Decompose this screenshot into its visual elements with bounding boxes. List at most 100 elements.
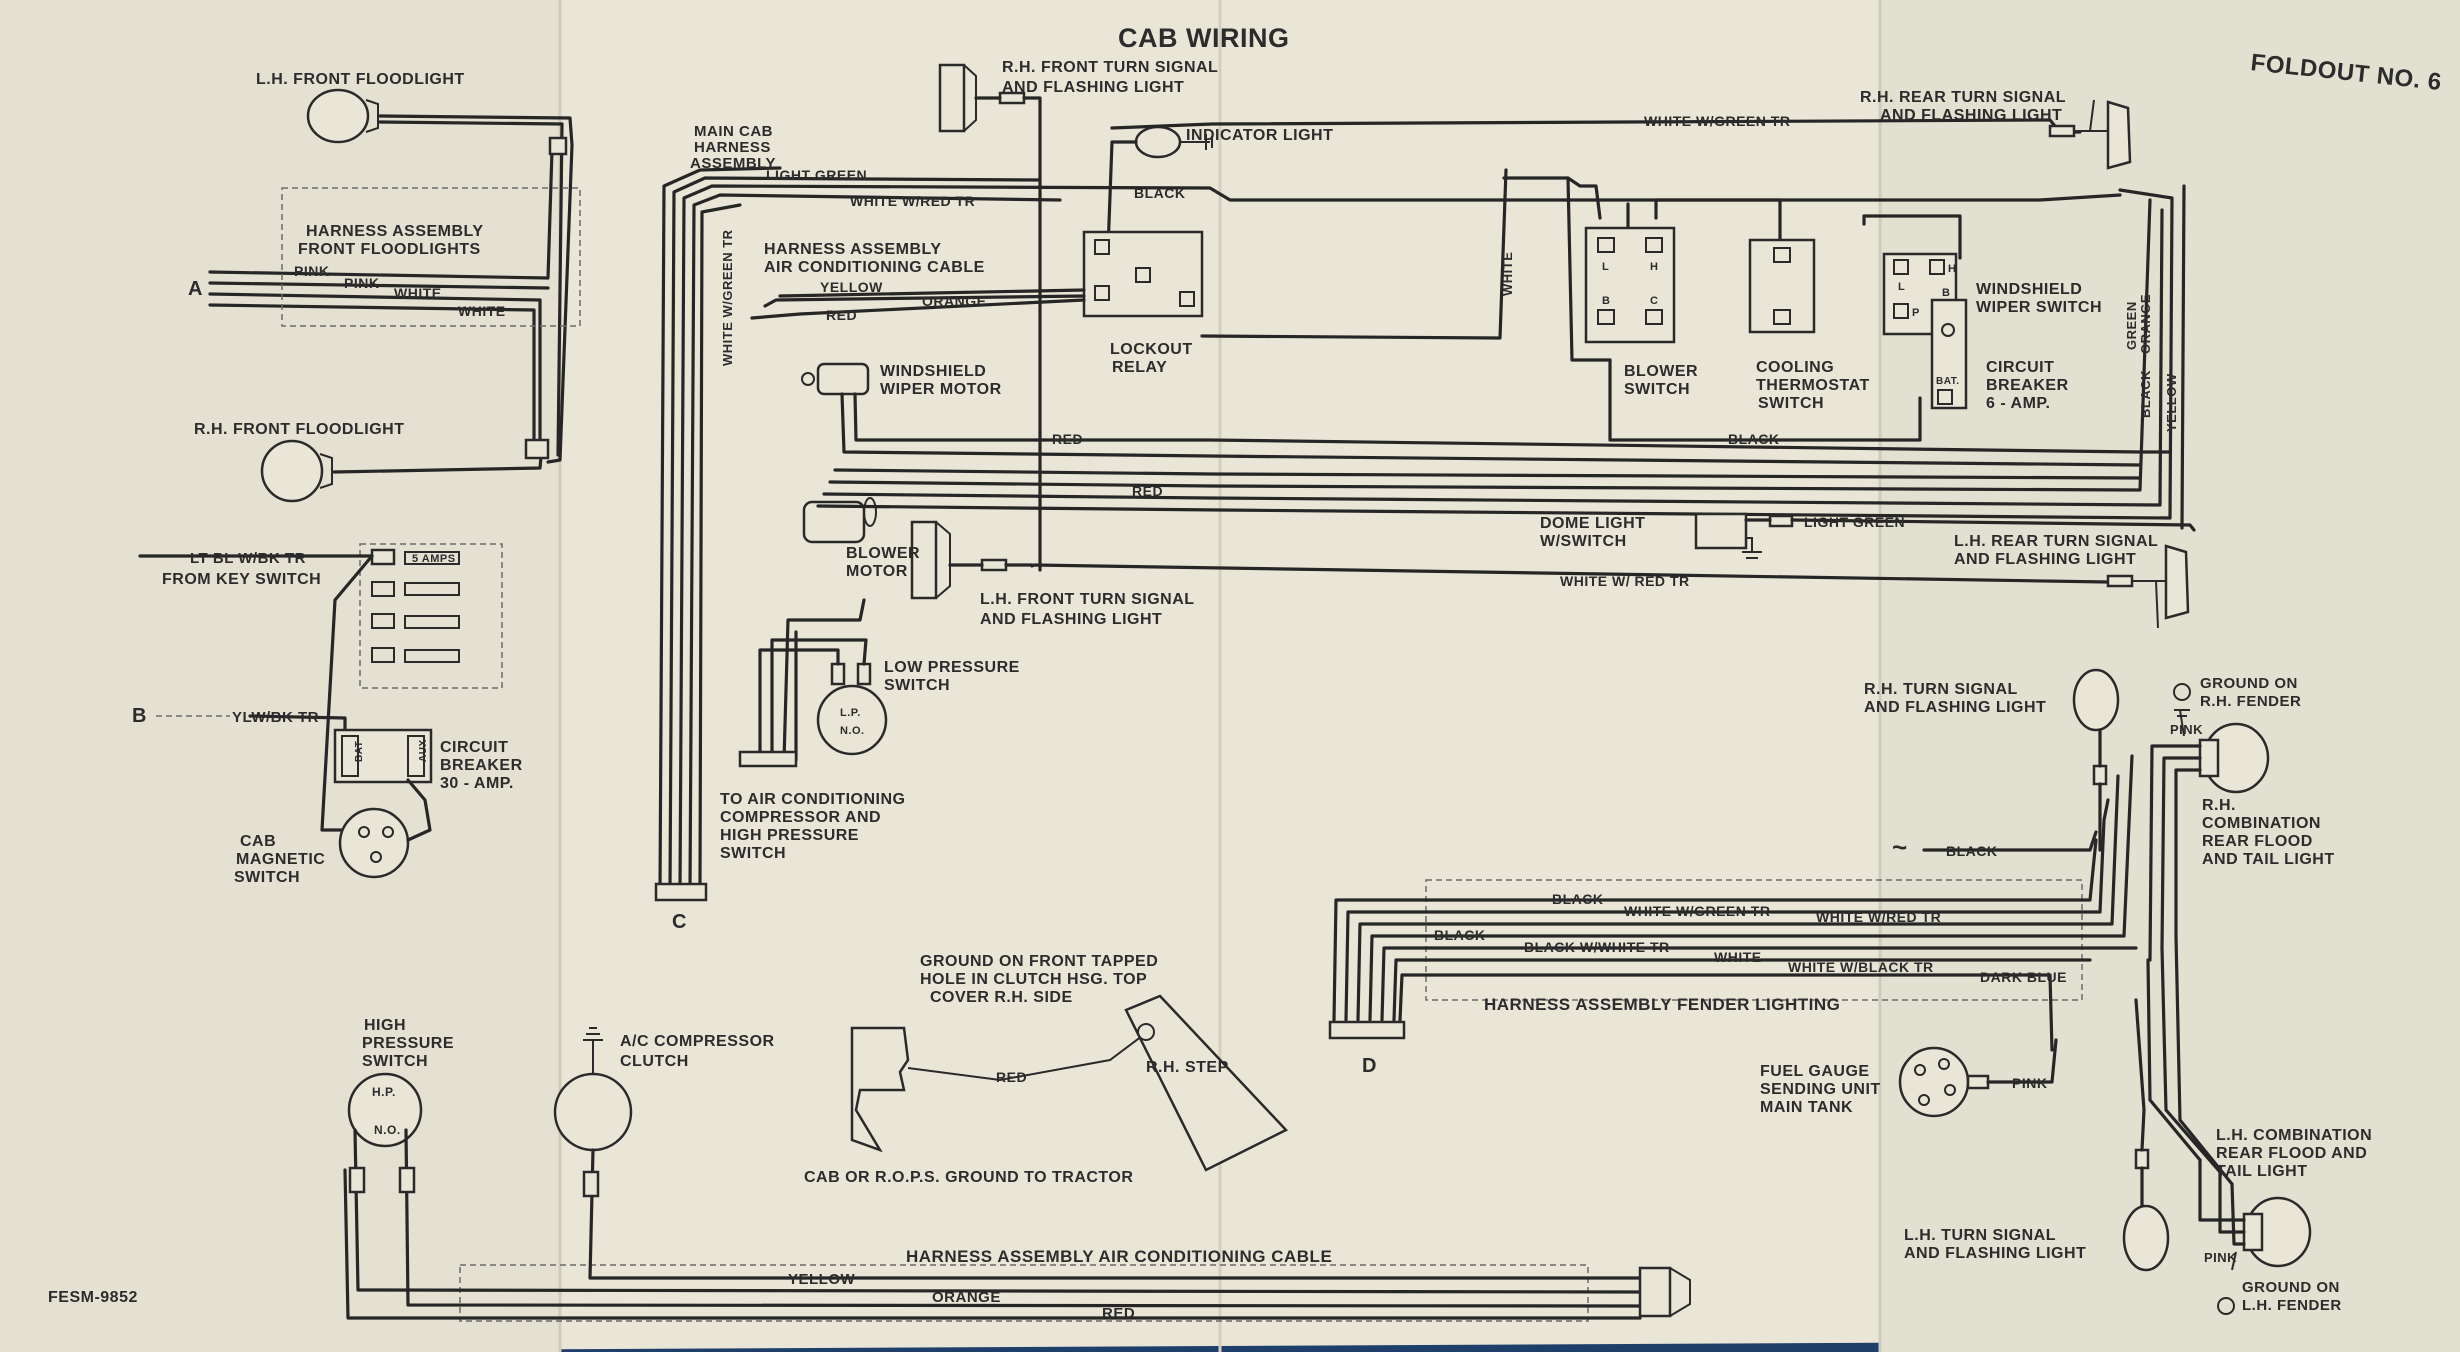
wire-label-red-2: RED (1132, 483, 1163, 499)
lh-turn-signal-label-2: AND FLASHING LIGHT (1904, 1245, 2086, 1262)
cab-rops-ground-label: CAB OR R.O.P.S. GROUND TO TRACTOR (804, 1169, 1133, 1186)
wire-label-pink-1: PINK (294, 263, 329, 279)
wire-label-pink-2: PINK (344, 275, 379, 291)
wire-label-red-ac: RED (826, 307, 857, 323)
fender-wire-black-2: BLACK (1434, 927, 1486, 943)
main-cab-label-1: MAIN CAB (694, 123, 773, 140)
main-cab-label-2: HARNESS (694, 139, 771, 156)
wire-label-orange-ac: ORANGE (922, 293, 986, 309)
rh-combo-label-2: COMBINATION (2202, 815, 2321, 832)
lh-combination-light (2198, 1158, 2312, 1315)
wire-label-white-red-mid: WHITE W/ RED TR (1560, 573, 1690, 589)
fender-wire-black-white: BLACK W/WHITE TR (1524, 939, 1670, 955)
rh-combo-label-1: R.H. (2202, 797, 2236, 814)
blower-motor-label-1: BLOWER (846, 545, 920, 562)
ground-lh-fender-label-2: L.H. FENDER (2242, 1297, 2342, 1314)
fender-wire-dark-blue: DARK BLUE (1980, 969, 2067, 985)
dome-light-label-1: DOME LIGHT (1540, 515, 1645, 532)
lockout-relay-label-1: LOCKOUT (1110, 341, 1193, 358)
cb6-label-1: CIRCUIT (1986, 359, 2054, 376)
fuel-gauge-label-3: MAIN TANK (1760, 1099, 1853, 1116)
fuse-block (359, 543, 503, 689)
cooling-thermo-label-2: THERMOSTAT (1756, 377, 1870, 394)
cab-magnetic-label-3: SWITCH (234, 869, 300, 886)
ylw-bk-label: YLW/BK TR (232, 709, 319, 726)
fuel-gauge-label-2: SENDING UNIT (1760, 1081, 1881, 1098)
ground-rh-fender-label-1: GROUND ON (2200, 675, 2298, 692)
blower-switch (1584, 226, 1676, 344)
circuit-breaker-30amp (333, 728, 433, 784)
wire-label-white-2: WHITE (458, 303, 506, 319)
lh-turn-signal-label-1: L.H. TURN SIGNAL (1904, 1227, 2056, 1244)
fender-wire-black-3: BLACK (1946, 843, 1998, 859)
wire-label-white-red-top: WHITE W/RED TR (850, 193, 975, 209)
rh-step-label: R.H. STEP (1146, 1059, 1229, 1076)
fender-harness-wires (1328, 754, 2234, 1186)
wiper-motor-label-1: WINDSHIELD (880, 363, 986, 380)
wire-label-white-vertical: WHITE (1500, 252, 1515, 296)
cooling-thermo-label-1: COOLING (1756, 359, 1834, 376)
ground-front-label-1: GROUND ON FRONT TAPPED (920, 953, 1158, 970)
wire-label-green-vertical: GREEN (2124, 301, 2139, 350)
ac-harness-bottom-wires (343, 1128, 1691, 1320)
fender-wire-black-1: BLACK (1552, 891, 1604, 907)
rh-front-turn-label-2: AND FLASHING LIGHT (1002, 79, 1184, 96)
wire-label-black-top: BLACK (1134, 185, 1186, 201)
rh-rear-turn-signal (2048, 99, 2132, 170)
ac-clutch-label-1: A/C COMPRESSOR (620, 1033, 775, 1050)
ground-rh-fender-label-2: R.H. FENDER (2200, 693, 2301, 710)
fuel-gauge-label-1: FUEL GAUGE (1760, 1063, 1870, 1080)
document-code: FESM-9852 (48, 1289, 138, 1306)
blower-switch-label-2: SWITCH (1624, 381, 1690, 398)
wire-label-light-green-top: LIGHT GREEN (766, 167, 867, 183)
lh-combo-label-2: REAR FLOOD AND (2216, 1145, 2367, 1162)
wire-label-black-mid: BLACK (1728, 431, 1780, 447)
rh-turn-signal (2072, 668, 2120, 852)
wire-label-red-ground: RED (996, 1069, 1027, 1085)
ac-clutch-label-2: CLUTCH (620, 1053, 689, 1070)
terminal-c-blower: C (1650, 295, 1658, 307)
ground-lh-fender-label-1: GROUND ON (2242, 1279, 2340, 1296)
lockout-relay-label-2: RELAY (1112, 359, 1167, 376)
wiper-switch-label-1: WINDSHIELD (1976, 281, 2082, 298)
wire-label-black-vertical: BLACK (2138, 370, 2153, 418)
cab-magnetic-label-2: MAGNETIC (236, 851, 325, 868)
ground-front-label-3: COVER R.H. SIDE (930, 989, 1073, 1006)
lh-front-floodlight-label: L.H. FRONT FLOODLIGHT (256, 71, 465, 88)
indicator-light (1106, 125, 1213, 252)
terminal-h-wiper: H (1948, 263, 1956, 275)
bottom-wire-yellow: YELLOW (788, 1271, 856, 1288)
cab-magnetic-label-1: CAB (240, 833, 276, 850)
wire-label-white-green-vertical: WHITE W/GREEN TR (720, 229, 735, 366)
hp-label: H.P. (372, 1085, 396, 1099)
connector-letter-a: A (188, 278, 203, 300)
dome-light-label-2: W/SWITCH (1540, 533, 1627, 550)
wiper-switch-label-2: WIPER SWITCH (1976, 299, 2102, 316)
terminal-p-wiper: P (1912, 307, 1920, 319)
to-ac-label-2: COMPRESSOR AND (720, 809, 881, 826)
clutch-housing-ground (850, 994, 1289, 1172)
harness-ac-label-1: HARNESS ASSEMBLY (764, 241, 942, 258)
harness-fender-label: HARNESS ASSEMBLY FENDER LIGHTING (1484, 995, 1840, 1014)
cb30-bat: BAT (354, 741, 365, 762)
cb30-label-3: 30 - AMP. (440, 775, 514, 792)
terminal-b-blower: B (1602, 295, 1610, 307)
lh-front-floodlight (306, 88, 379, 144)
bottom-wire-orange: ORANGE (932, 1289, 1001, 1306)
rh-turn-signal-label-2: AND FLASHING LIGHT (1864, 699, 2046, 716)
fender-wire-white-black: WHITE W/BLACK TR (1788, 959, 1934, 975)
bottom-wire-red: RED (1102, 1305, 1135, 1322)
connector-letter-c: C (672, 911, 687, 933)
terminal-h-blower: H (1650, 261, 1658, 273)
cooling-thermostat-switch (1748, 238, 1816, 334)
rh-rear-turn-label-2: AND FLASHING LIGHT (1880, 107, 2062, 124)
rh-turn-signal-label-1: R.H. TURN SIGNAL (1864, 681, 2018, 698)
fuse-to-breaker-wire (320, 554, 374, 832)
wire-label-pink-rh: PINK (2170, 722, 2203, 737)
cooling-thermo-label-3: SWITCH (1758, 395, 1824, 412)
fuse-5amps-label: 5 AMPS (412, 553, 456, 565)
rh-front-turn-label-1: R.H. FRONT TURN SIGNAL (1002, 59, 1218, 76)
fender-wire-white: WHITE (1714, 949, 1762, 965)
fender-wire-white-green: WHITE W/GREEN TR (1624, 903, 1770, 919)
